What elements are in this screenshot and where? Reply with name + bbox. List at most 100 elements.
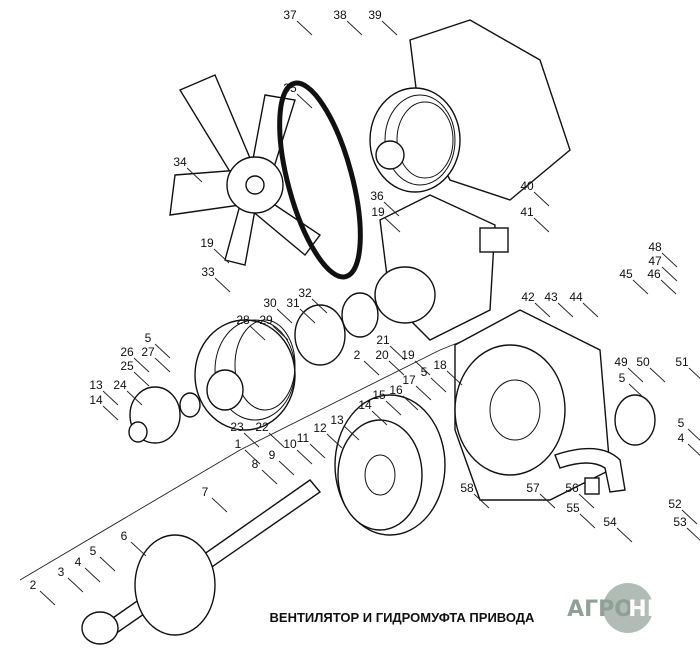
callout-31: 31 xyxy=(286,296,300,310)
callout-2: 2 xyxy=(354,348,361,362)
leader-line xyxy=(186,167,203,183)
leader-line xyxy=(627,367,644,383)
callout-34: 34 xyxy=(173,155,187,169)
leader-line xyxy=(309,443,326,459)
leader-line xyxy=(154,357,171,373)
leader-line xyxy=(385,400,402,416)
callout-14: 14 xyxy=(89,393,103,407)
callout-25: 25 xyxy=(120,359,134,373)
top-housing xyxy=(369,19,571,201)
leader-line xyxy=(296,20,313,36)
callout-27: 27 xyxy=(141,345,155,359)
leader-line xyxy=(582,302,599,318)
cover xyxy=(374,194,509,341)
callout-36: 36 xyxy=(370,189,384,203)
callout-3: 3 xyxy=(58,565,65,579)
callout-1: 1 xyxy=(235,437,242,451)
callout-58: 58 xyxy=(460,481,474,495)
leader-line xyxy=(211,497,228,513)
shaft xyxy=(81,479,322,645)
callout-5: 5 xyxy=(678,416,685,430)
leader-line xyxy=(579,513,596,529)
callout-5: 5 xyxy=(421,365,428,379)
callout-5: 5 xyxy=(90,544,97,558)
callout-32: 32 xyxy=(298,286,312,300)
group-bracket xyxy=(19,341,461,581)
leader-line xyxy=(99,556,116,572)
callout-10: 10 xyxy=(283,437,297,451)
leader-line xyxy=(213,248,230,264)
callout-52: 52 xyxy=(668,497,682,511)
leader-line xyxy=(661,266,678,282)
callout-6: 6 xyxy=(121,529,128,543)
callout-13: 13 xyxy=(330,413,344,427)
leader-line xyxy=(402,395,419,411)
callout-33: 33 xyxy=(201,265,215,279)
leader-line xyxy=(649,367,666,383)
leader-line xyxy=(628,383,645,399)
leader-line xyxy=(249,325,266,341)
callout-41: 41 xyxy=(520,205,534,219)
leader-line xyxy=(557,302,574,318)
leader-line xyxy=(130,541,147,557)
leader-line xyxy=(660,279,677,295)
callout-37: 37 xyxy=(283,8,297,22)
leader-line xyxy=(578,493,595,509)
coupling-housing xyxy=(454,309,611,501)
callout-22: 22 xyxy=(255,420,269,434)
leader-line xyxy=(381,20,398,36)
leader-line xyxy=(539,493,556,509)
leader-line xyxy=(343,425,360,441)
logo: АГРО НКА xyxy=(567,583,682,633)
callout-38: 38 xyxy=(333,8,347,22)
callout-12: 12 xyxy=(313,421,327,435)
belt xyxy=(277,80,363,280)
callout-11: 11 xyxy=(297,431,310,445)
leader-line xyxy=(272,325,289,341)
callout-2: 2 xyxy=(30,578,37,592)
leader-line xyxy=(243,432,260,448)
leader-line xyxy=(687,428,700,441)
leader-line xyxy=(278,460,295,476)
callout-23: 23 xyxy=(230,420,244,434)
callout-46: 46 xyxy=(647,267,661,281)
leader-line xyxy=(687,443,700,456)
leader-line xyxy=(299,308,316,324)
callout-4: 4 xyxy=(75,555,82,569)
leader-line xyxy=(326,433,343,449)
leader-line xyxy=(430,377,447,393)
leader-line xyxy=(84,567,101,583)
leader-line xyxy=(133,371,150,387)
callout-49: 49 xyxy=(614,355,628,369)
leader-line xyxy=(296,449,313,465)
callout-8: 8 xyxy=(252,457,259,471)
leader-line xyxy=(681,509,698,525)
callout-44: 44 xyxy=(569,290,583,304)
leader-line xyxy=(363,360,380,376)
callout-56: 56 xyxy=(565,481,579,495)
leader-line xyxy=(39,590,56,606)
leader-line xyxy=(214,277,231,293)
leader-line xyxy=(616,527,633,543)
callout-57: 57 xyxy=(526,481,540,495)
fan xyxy=(169,74,322,266)
callout-30: 30 xyxy=(263,296,277,310)
callout-48: 48 xyxy=(648,240,662,254)
callout-4: 4 xyxy=(678,431,685,445)
leader-line xyxy=(446,370,463,386)
callout-15: 15 xyxy=(372,388,386,402)
leader-line xyxy=(261,469,278,485)
leader-line xyxy=(244,449,261,465)
callout-43: 43 xyxy=(544,290,558,304)
leader-line xyxy=(686,527,700,541)
leader-line xyxy=(276,308,293,324)
callout-5: 5 xyxy=(145,331,152,345)
leader-line xyxy=(383,201,400,217)
callout-19: 19 xyxy=(371,205,385,219)
leader-line xyxy=(414,360,431,376)
leader-line xyxy=(534,302,551,318)
callout-50: 50 xyxy=(636,355,650,369)
leader-line xyxy=(388,360,405,376)
